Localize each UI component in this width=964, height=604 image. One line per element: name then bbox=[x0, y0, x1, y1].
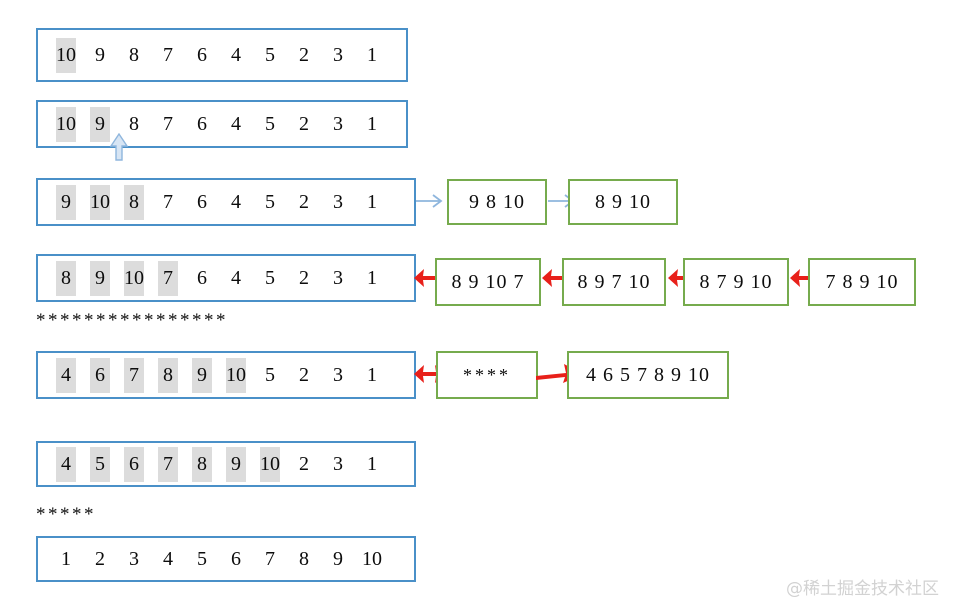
array-cell: 8 bbox=[129, 112, 139, 135]
pointer-up-arrow bbox=[108, 133, 130, 161]
array-row-7-cells: 1 2 3 4 5 6 7 8 9 10 bbox=[56, 542, 382, 577]
array-cell: 2 bbox=[299, 452, 309, 475]
blue-arrow-row3-a bbox=[416, 192, 446, 210]
array-cell: 8 bbox=[192, 446, 212, 482]
array-cell: 5 bbox=[90, 446, 110, 482]
result-box-r5-1: **** bbox=[436, 351, 538, 399]
array-cell: 8 bbox=[299, 547, 309, 570]
array-cell: 1 bbox=[367, 190, 377, 213]
array-cell: 8 bbox=[124, 184, 144, 220]
array-row-1-cells: 10 9 8 7 6 4 5 2 3 1 bbox=[56, 37, 382, 73]
array-cell: 8 bbox=[158, 357, 178, 393]
array-cell: 9 bbox=[95, 43, 105, 66]
array-cell: 2 bbox=[299, 266, 309, 289]
array-cell: 2 bbox=[299, 43, 309, 66]
array-cell: 9 bbox=[90, 260, 110, 296]
array-cell: 6 bbox=[90, 357, 110, 393]
array-cell: 3 bbox=[129, 547, 139, 570]
array-cell: 7 bbox=[265, 547, 275, 570]
array-cell: 9 bbox=[56, 184, 76, 220]
array-cell: 3 bbox=[333, 112, 343, 135]
array-cell: 4 bbox=[231, 112, 241, 135]
array-cell: 9 bbox=[192, 357, 212, 393]
array-cell: 8 bbox=[56, 260, 76, 296]
array-cell: 6 bbox=[124, 446, 144, 482]
array-cell: 7 bbox=[163, 43, 173, 66]
array-cell: 6 bbox=[197, 43, 207, 66]
array-cell: 2 bbox=[299, 363, 309, 386]
array-cell: 7 bbox=[163, 112, 173, 135]
array-cell: 5 bbox=[265, 363, 275, 386]
array-cell: 4 bbox=[56, 446, 76, 482]
array-cell: 5 bbox=[265, 266, 275, 289]
result-box-r4-4: 7 8 9 10 bbox=[808, 258, 916, 306]
array-cell: 6 bbox=[197, 190, 207, 213]
array-cell: 4 bbox=[56, 357, 76, 393]
array-cell: 5 bbox=[265, 43, 275, 66]
array-cell: 10 bbox=[56, 106, 76, 142]
separator-long: **************** bbox=[36, 310, 228, 331]
array-cell: 10 bbox=[362, 547, 382, 570]
array-cell: 9 bbox=[90, 106, 110, 142]
array-cell: 7 bbox=[158, 260, 178, 296]
array-cell: 3 bbox=[333, 363, 343, 386]
array-cell: 2 bbox=[299, 112, 309, 135]
array-row-7: 1 2 3 4 5 6 7 8 9 10 bbox=[36, 536, 416, 582]
array-cell: 2 bbox=[299, 190, 309, 213]
array-cell: 7 bbox=[158, 446, 178, 482]
array-cell: 1 bbox=[367, 452, 377, 475]
separator-short: ***** bbox=[36, 504, 96, 525]
result-box-r5-2: 4 6 5 7 8 9 10 bbox=[567, 351, 729, 399]
watermark: @稀土掘金技术社区 bbox=[786, 579, 939, 599]
array-cell: 10 bbox=[90, 184, 110, 220]
array-cell: 3 bbox=[333, 266, 343, 289]
array-cell: 10 bbox=[124, 260, 144, 296]
array-cell: 2 bbox=[95, 547, 105, 570]
array-cell: 4 bbox=[231, 43, 241, 66]
array-cell: 10 bbox=[226, 357, 246, 393]
array-cell: 9 bbox=[226, 446, 246, 482]
array-cell: 5 bbox=[265, 190, 275, 213]
array-cell: 7 bbox=[163, 190, 173, 213]
result-box-r4-3: 8 7 9 10 bbox=[683, 258, 789, 306]
array-cell: 10 bbox=[56, 37, 76, 73]
array-cell: 7 bbox=[124, 357, 144, 393]
array-cell: 9 bbox=[333, 547, 343, 570]
array-cell: 6 bbox=[197, 266, 207, 289]
array-cell: 3 bbox=[333, 190, 343, 213]
array-cell: 4 bbox=[231, 190, 241, 213]
array-cell: 6 bbox=[197, 112, 207, 135]
array-cell: 3 bbox=[333, 452, 343, 475]
array-cell: 1 bbox=[367, 363, 377, 386]
array-cell: 1 bbox=[367, 43, 377, 66]
array-cell: 4 bbox=[163, 547, 173, 570]
array-row-1: 10 9 8 7 6 4 5 2 3 1 bbox=[36, 28, 408, 82]
array-cell: 1 bbox=[367, 266, 377, 289]
array-cell: 4 bbox=[231, 266, 241, 289]
result-box-r3-1: 9 8 10 bbox=[447, 179, 547, 225]
array-cell: 5 bbox=[197, 547, 207, 570]
array-cell: 8 bbox=[129, 43, 139, 66]
result-box-r4-1: 8 9 10 7 bbox=[435, 258, 541, 306]
result-box-r4-2: 8 9 7 10 bbox=[562, 258, 666, 306]
array-cell: 5 bbox=[265, 112, 275, 135]
result-box-r3-2: 8 9 10 bbox=[568, 179, 678, 225]
array-cell: 3 bbox=[333, 43, 343, 66]
array-cell: 1 bbox=[61, 547, 71, 570]
array-cell: 6 bbox=[231, 547, 241, 570]
array-cell: 10 bbox=[260, 446, 280, 482]
array-cell: 1 bbox=[367, 112, 377, 135]
